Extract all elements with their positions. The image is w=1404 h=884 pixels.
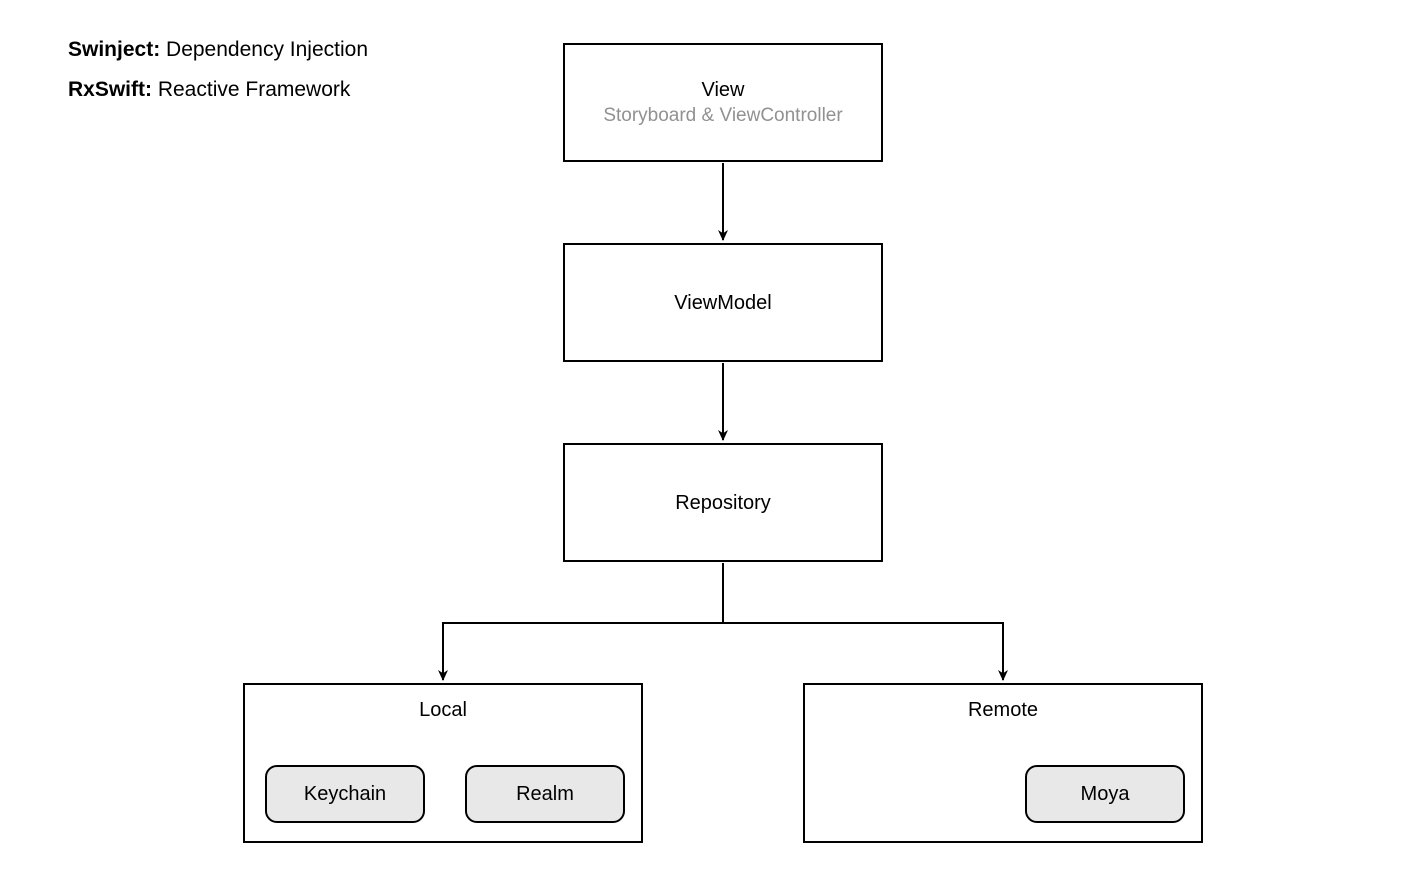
legend-term-rxswift: RxSwift:: [68, 78, 152, 101]
node-view: View Storyboard & ViewController: [563, 43, 883, 162]
chip-keychain: Keychain: [265, 765, 425, 823]
node-local: Local Keychain Realm: [243, 683, 643, 843]
node-repository: Repository: [563, 443, 883, 562]
chip-moya: Moya: [1025, 765, 1185, 823]
connector-repository-branch: [443, 563, 1003, 624]
node-viewmodel-title: ViewModel: [674, 291, 772, 314]
legend-desc-rxswift: Reactive Framework: [152, 78, 351, 101]
node-view-title: View: [701, 78, 745, 101]
legend-line-swinject: Swinject: Dependency Injection: [68, 30, 368, 70]
chip-moya-label: Moya: [1080, 782, 1130, 805]
legend-desc-swinject: Dependency Injection: [160, 38, 368, 61]
node-local-title: Local: [419, 699, 467, 721]
legend-term-swinject: Swinject:: [68, 38, 161, 61]
node-viewmodel: ViewModel: [563, 243, 883, 362]
legend: Swinject: Dependency Injection RxSwift: …: [68, 30, 368, 110]
node-view-subtitle: Storyboard & ViewController: [603, 104, 843, 126]
node-remote: Remote Moya: [803, 683, 1203, 843]
legend-line-rxswift: RxSwift: Reactive Framework: [68, 70, 368, 110]
chip-realm-label: Realm: [516, 782, 574, 805]
chip-keychain-label: Keychain: [303, 782, 387, 805]
node-repository-title: Repository: [675, 491, 771, 514]
chip-realm: Realm: [465, 765, 625, 823]
node-remote-title: Remote: [967, 699, 1039, 721]
